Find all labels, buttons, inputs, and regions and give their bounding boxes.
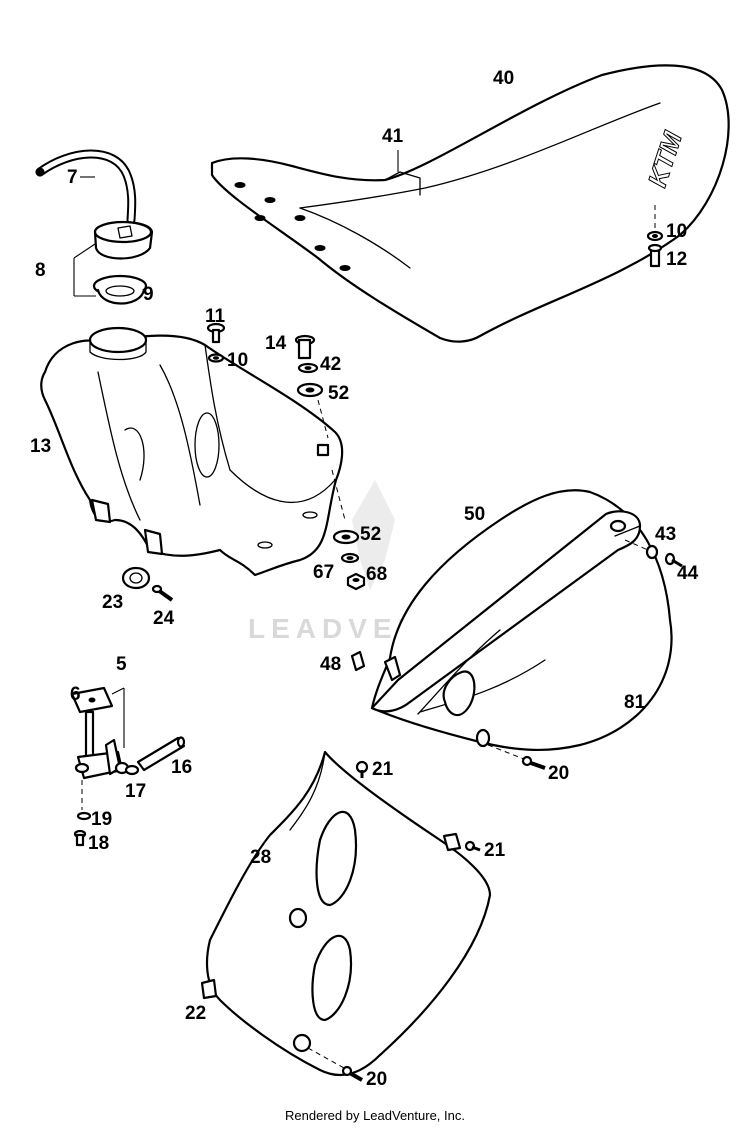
tap-screw-19[interactable]: [76, 811, 92, 821]
screw-21-lower[interactable]: [464, 840, 481, 852]
callout-8[interactable]: 8: [35, 260, 46, 281]
callouts: 40 41 10 12 7 8 9 11 10 14 42 52 13 52 6…: [30, 68, 699, 1090]
callout-9[interactable]: 9: [143, 284, 154, 305]
callout-6[interactable]: 6: [70, 684, 81, 705]
fuel-line[interactable]: [136, 736, 186, 772]
callout-18[interactable]: 18: [88, 833, 109, 854]
callout-41[interactable]: 41: [382, 126, 404, 147]
grommet[interactable]: [121, 566, 151, 590]
leader-lines: [73, 150, 399, 748]
clip-22[interactable]: [200, 978, 218, 1000]
tank-washer[interactable]: [207, 353, 225, 363]
screw-44[interactable]: [664, 552, 683, 568]
callout-16[interactable]: 16: [171, 757, 192, 778]
spacer-42[interactable]: [297, 362, 319, 374]
tap-screw-18[interactable]: [73, 829, 87, 847]
callout-11[interactable]: 11: [205, 306, 226, 327]
screw-21-upper[interactable]: [355, 760, 369, 778]
callout-17[interactable]: 17: [125, 781, 146, 802]
rubber-washer-upper[interactable]: [296, 382, 324, 398]
seat-holes: [234, 182, 351, 271]
callout-24[interactable]: 24: [153, 608, 175, 629]
fuel-cap[interactable]: [93, 220, 154, 260]
callout-50[interactable]: 50: [464, 504, 485, 525]
clip-48[interactable]: [350, 650, 366, 672]
callout-7[interactable]: 7: [67, 167, 78, 188]
washer-67[interactable]: [340, 552, 360, 564]
callout-14[interactable]: 14: [265, 333, 287, 354]
callout-52-lower[interactable]: 52: [360, 524, 381, 545]
tap-o-ring[interactable]: [124, 764, 140, 776]
callout-48[interactable]: 48: [320, 654, 341, 675]
callout-28[interactable]: 28: [250, 847, 271, 868]
callout-67[interactable]: 67: [313, 562, 334, 583]
tank-screw[interactable]: [206, 322, 226, 344]
seat-washer[interactable]: [646, 230, 664, 242]
frame-cover[interactable]: [205, 750, 492, 1077]
nut-68[interactable]: [346, 572, 366, 591]
mount-bolt[interactable]: [294, 334, 316, 360]
callout-21-upper[interactable]: 21: [372, 759, 394, 780]
callout-81[interactable]: 81: [624, 692, 646, 713]
vent-hose[interactable]: [35, 149, 137, 225]
callout-44[interactable]: 44: [677, 563, 699, 584]
seat-bolt[interactable]: [647, 243, 663, 268]
side-panel[interactable]: [370, 489, 673, 752]
callout-10-seat[interactable]: 10: [666, 221, 687, 242]
spacer-43[interactable]: [645, 544, 659, 560]
callout-19[interactable]: 19: [91, 809, 112, 830]
callout-10-tank[interactable]: 10: [227, 350, 248, 371]
callout-43[interactable]: 43: [655, 524, 676, 545]
callout-20-upper[interactable]: 20: [548, 763, 569, 784]
callout-20-lower[interactable]: 20: [366, 1069, 387, 1090]
cap-gasket[interactable]: [92, 274, 148, 305]
callout-68[interactable]: 68: [366, 564, 387, 585]
screw-24[interactable]: [151, 584, 174, 602]
callout-5[interactable]: 5: [116, 654, 127, 675]
seat[interactable]: KTM: [210, 64, 730, 343]
callout-40[interactable]: 40: [493, 68, 514, 89]
footer-credit: Rendered by LeadVenture, Inc.: [285, 1108, 465, 1123]
screw-20-upper[interactable]: [521, 755, 546, 770]
screw-20-lower[interactable]: [341, 1065, 363, 1082]
callout-22[interactable]: 22: [185, 1003, 206, 1024]
callout-13[interactable]: 13: [30, 436, 51, 457]
callout-23[interactable]: 23: [102, 592, 123, 613]
rubber-washer-lower[interactable]: [332, 529, 360, 545]
callout-52-upper[interactable]: 52: [328, 383, 349, 404]
callout-21-lower[interactable]: 21: [484, 840, 506, 861]
fuel-tank[interactable]: [40, 326, 344, 577]
callout-42[interactable]: 42: [320, 354, 341, 375]
callout-12[interactable]: 12: [666, 249, 687, 270]
